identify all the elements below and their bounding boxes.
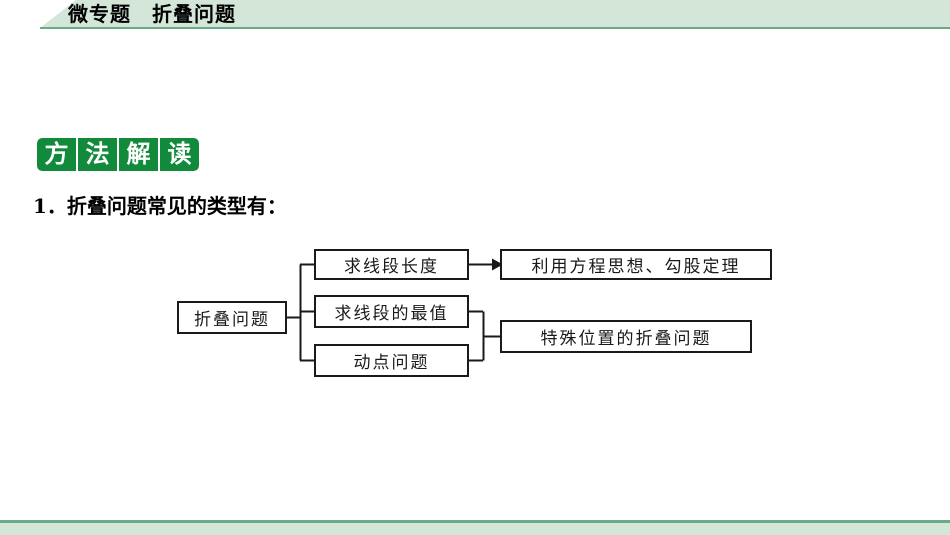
diagram-node-length: 求线段长度 bbox=[314, 249, 469, 280]
diagram-node-special: 特殊位置的折叠问题 bbox=[500, 320, 752, 353]
header-banner: 微专题 折叠问题 bbox=[0, 0, 950, 31]
section-tag-char-1: 方 bbox=[37, 138, 76, 171]
diagram-node-extremum: 求线段的最值 bbox=[314, 295, 469, 328]
header-banner-fill bbox=[40, 0, 950, 28]
section-tag-char-3: 解 bbox=[119, 138, 158, 171]
section-tag-char-2: 法 bbox=[78, 138, 117, 171]
page-title: 微专题 折叠问题 bbox=[68, 2, 236, 26]
diagram-node-root: 折叠问题 bbox=[177, 301, 287, 334]
diagram-node-moving: 动点问题 bbox=[314, 344, 469, 377]
heading-item-1: 1．折叠问题常见的类型有： bbox=[33, 194, 287, 218]
section-tag-method-explanation: 方 法 解 读 bbox=[37, 138, 199, 171]
footer-bar bbox=[0, 523, 950, 535]
footer-accent-line bbox=[0, 520, 950, 523]
section-tag-char-4: 读 bbox=[160, 138, 199, 171]
header-banner-underline bbox=[40, 27, 950, 29]
diagram-node-equation: 利用方程思想、勾股定理 bbox=[500, 249, 772, 280]
